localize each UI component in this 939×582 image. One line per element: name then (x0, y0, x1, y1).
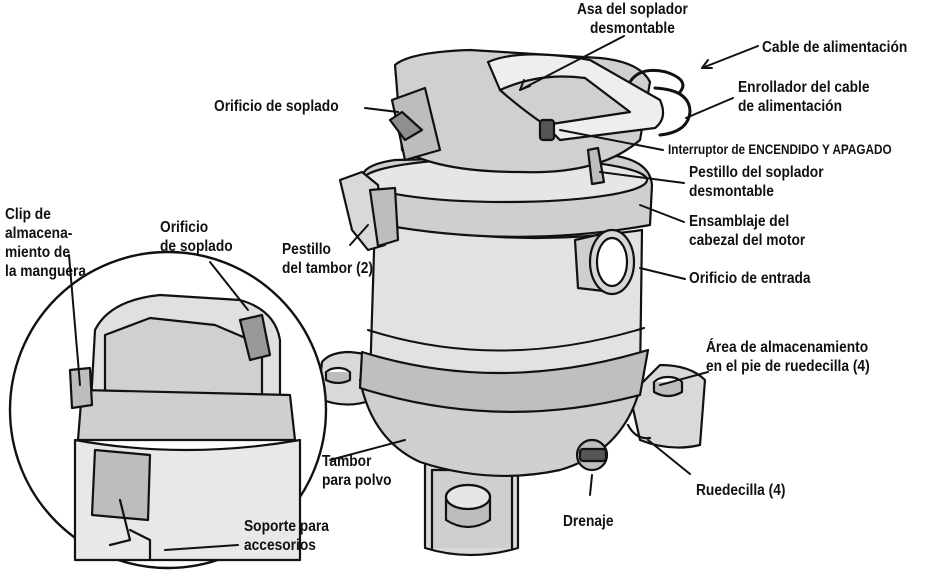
blow-port (388, 86, 442, 162)
label-drum-latch: Pestillo del tambor (2) (282, 241, 373, 277)
label-dust-drum: Tambor para polvo (322, 453, 392, 489)
label-motor-head: Ensamblaje del cabezal del motor (689, 213, 806, 249)
label-caster-storage: Área de almacenamiento en el pie de rued… (706, 339, 870, 375)
inset-vacuum (68, 293, 302, 562)
label-blower-latch: Pestillo del soplador desmontable (689, 164, 824, 200)
callout-arrows (68, 35, 759, 551)
detachable-blower (393, 48, 652, 174)
inlet-port (573, 228, 636, 296)
label-accessory-holder: Soporte para accesorios (244, 518, 329, 554)
label-caster: Ruedecilla (4) (696, 482, 786, 499)
label-hose-clip: Clip de almacena- miento de la manguera (5, 206, 87, 280)
on-off-switch (538, 118, 556, 142)
label-power-cord: Cable de alimentación (762, 39, 908, 56)
label-inset-blow-port: Orificio de soplado (160, 219, 233, 255)
label-drain: Drenaje (563, 513, 614, 530)
label-inlet-port: Orificio de entrada (689, 270, 811, 287)
power-cord (628, 68, 685, 94)
blower-latch (586, 146, 606, 186)
drain (575, 438, 609, 472)
right-caster-foot (626, 363, 707, 449)
label-on-off-switch: Interruptor de ENCENDIDO Y APAGADO (668, 141, 892, 157)
label-blower-handle: Asa del soplador desmontable (577, 1, 688, 37)
label-cord-wrap: Enrollador del cable de alimentación (738, 79, 870, 115)
label-blow-port: Orificio de soplado (214, 98, 339, 115)
blower-handle (486, 53, 665, 142)
cord-wrap (653, 86, 692, 137)
